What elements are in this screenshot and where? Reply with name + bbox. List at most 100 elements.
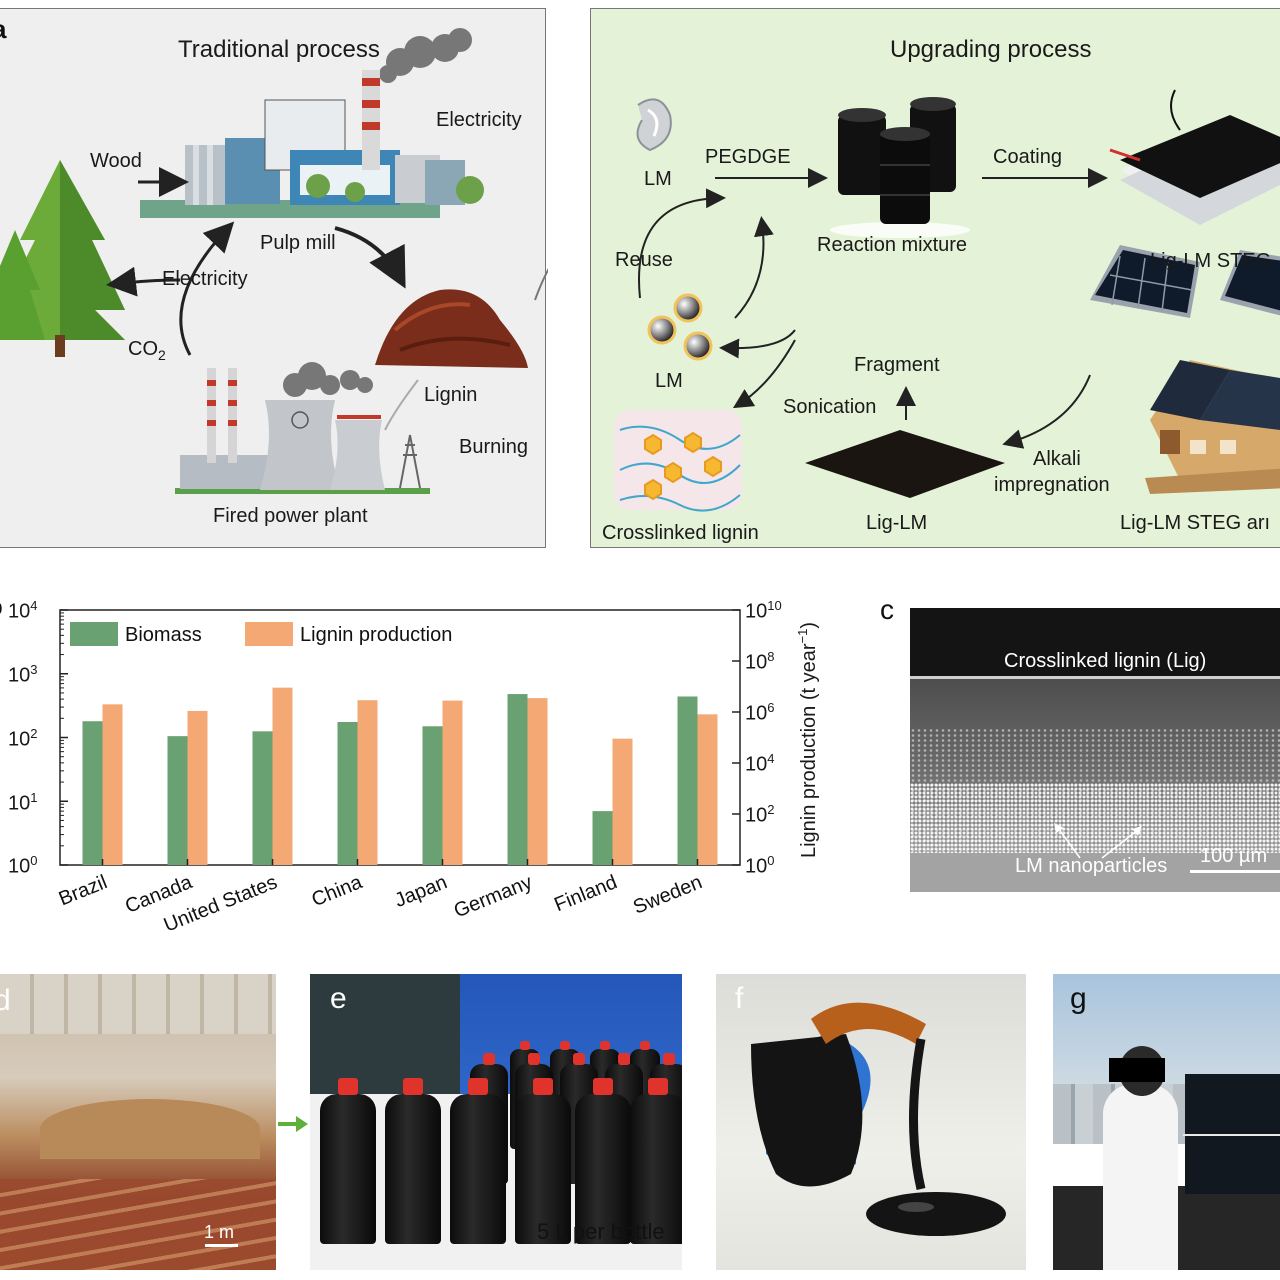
y-right-tick: 106 xyxy=(745,700,775,725)
bar-lignin-production xyxy=(357,700,378,865)
pouring-illustration xyxy=(751,1002,1006,1236)
sem-pointer-arrows xyxy=(1054,823,1142,859)
fragment-label: Fragment xyxy=(854,354,940,376)
panel-e-letter: e xyxy=(330,982,347,1015)
bar-biomass xyxy=(167,736,188,865)
bottle-icon xyxy=(515,1078,571,1244)
y-left-tick: 103 xyxy=(8,662,38,687)
alkali-label: Alkali xyxy=(1033,448,1081,470)
traditional-title: Traditional process xyxy=(178,36,380,63)
y-right-tick: 102 xyxy=(745,802,775,827)
y-left-tick: 100 xyxy=(8,853,38,878)
x-tick-label: China xyxy=(309,871,367,911)
y-left-tick: 101 xyxy=(8,790,38,815)
factory-photo xyxy=(0,974,276,1270)
pine-tree-icon xyxy=(0,160,125,357)
sem-bottom-label: LM nanoparticles xyxy=(1015,855,1168,877)
lm-bottom-label: LM xyxy=(655,370,683,392)
house-with-solar-icon xyxy=(1145,360,1280,494)
sem-scale-label: 100 µm xyxy=(1200,845,1268,867)
bar-lignin-production xyxy=(272,687,293,865)
y-left-tick: 102 xyxy=(8,726,38,751)
bar-lignin-production xyxy=(697,714,718,865)
x-tick-label: Japan xyxy=(392,871,451,912)
pulp-mill-icon xyxy=(140,70,484,218)
bar-lignin-production xyxy=(612,738,633,865)
lig-lm-label: Lig-LM xyxy=(866,512,928,534)
reaction-mixture-label: Reaction mixture xyxy=(817,234,968,256)
bottle-icon xyxy=(450,1078,506,1244)
bottle-cap-icon xyxy=(533,1078,553,1096)
bottle-cap-icon xyxy=(639,1040,651,1050)
bar-lignin-production xyxy=(527,698,548,865)
legend-label: Biomass xyxy=(125,624,202,646)
sem-image xyxy=(910,608,1280,892)
plot-frame xyxy=(59,609,741,866)
bottle-cap-icon xyxy=(468,1078,488,1096)
bottle-cap-icon xyxy=(482,1053,496,1065)
sem-top-label: Crosslinked lignin (Lig) xyxy=(1004,650,1207,672)
panel-f-letter: f xyxy=(735,982,744,1015)
legend-swatch xyxy=(70,622,118,646)
reaction-barrels-icon xyxy=(830,97,970,238)
bar-lignin-production xyxy=(187,710,208,865)
burning-label: Burning xyxy=(459,436,528,458)
legend-swatch xyxy=(245,622,293,646)
bottle-cap-icon xyxy=(593,1078,613,1096)
reuse-label: Reuse xyxy=(615,249,673,271)
bottle-cap-icon xyxy=(403,1078,423,1096)
sonication-label: Sonication xyxy=(783,396,877,418)
x-tick-label: Brazil xyxy=(56,871,111,910)
bottle-icon xyxy=(385,1078,441,1244)
rooftop-photo xyxy=(1053,974,1280,1270)
y-right-tick: 100 xyxy=(745,853,775,878)
fired-power-plant-label: Fired power plant xyxy=(213,505,368,527)
bottle-cap-icon xyxy=(519,1040,531,1050)
panel-d-letter: d xyxy=(0,984,11,1017)
steg-array-label: Lig-LM STEG arı xyxy=(1120,512,1271,534)
lm-nanoparticles-icon xyxy=(647,293,713,361)
bottle-cap-icon xyxy=(338,1078,358,1096)
bottle-cap-icon xyxy=(617,1053,631,1065)
bottles-photo xyxy=(310,974,682,1270)
bottle-icon xyxy=(575,1078,631,1244)
bar-biomass xyxy=(507,694,528,865)
y-right-tick: 104 xyxy=(745,751,775,776)
bottle-icon xyxy=(630,1078,682,1244)
lm-top-label: LM xyxy=(644,168,672,190)
upgrading-illustration xyxy=(614,89,1280,512)
bar-biomass xyxy=(252,731,273,865)
power-plant-icon xyxy=(175,362,430,494)
panel-g-letter: g xyxy=(1070,982,1087,1015)
bar-lignin-production xyxy=(442,700,463,865)
impregnation-label: impregnation xyxy=(994,474,1110,496)
bar-biomass xyxy=(677,696,698,865)
bottle-cap-icon xyxy=(662,1053,676,1065)
electricity-top-label: Electricity xyxy=(436,109,522,131)
panel-c-letter: c xyxy=(880,594,894,625)
y-left-tick: 104 xyxy=(8,598,38,623)
coating-label: Coating xyxy=(993,146,1062,168)
bottle-caption: 5 L per bottle xyxy=(537,1219,665,1244)
pegdge-label: PEGDGE xyxy=(705,146,791,168)
y-right-tick: 108 xyxy=(745,649,775,674)
x-tick-label: Finland xyxy=(551,871,620,916)
panel-b-letter: b xyxy=(0,594,3,622)
bar-biomass xyxy=(82,721,103,865)
co2-label: CO2 xyxy=(128,338,166,363)
crosslinked-lignin-icon xyxy=(614,410,742,512)
bottle-cap-icon xyxy=(527,1053,541,1065)
x-tick-label: Sweden xyxy=(630,871,705,918)
y-right-tick: 1010 xyxy=(745,598,782,623)
wood-label: Wood xyxy=(90,150,142,172)
bar-biomass xyxy=(337,722,358,865)
x-tick-label: Germany xyxy=(451,871,536,922)
bar-lignin-production xyxy=(102,704,123,865)
y-right-axis-label: Lignin production (t year−1) xyxy=(795,621,820,859)
legend-label: Lignin production xyxy=(300,624,452,646)
pouring-photo xyxy=(716,974,1026,1270)
upgrading-title: Upgrading process xyxy=(890,36,1092,63)
green-arrow-icon xyxy=(278,1116,308,1132)
bottle-cap-icon xyxy=(599,1040,611,1050)
